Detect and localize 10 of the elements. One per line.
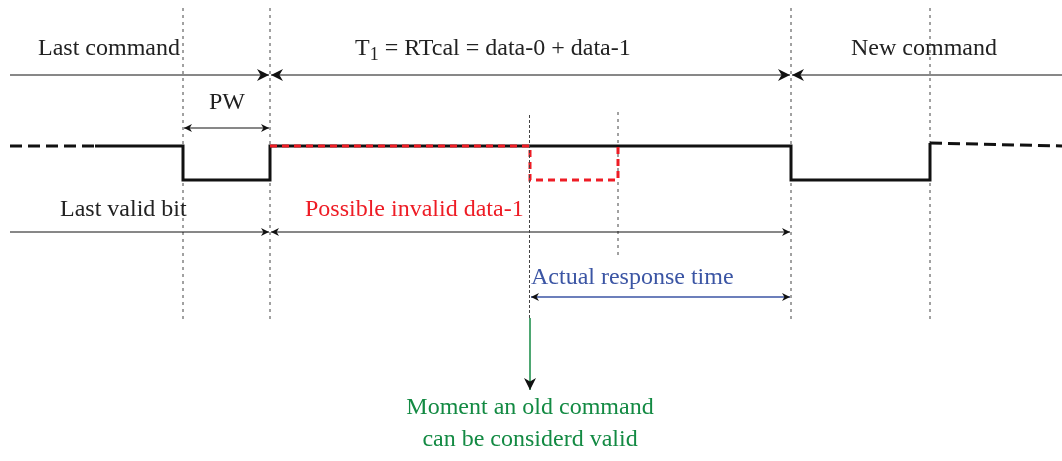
annotation-text: Moment an old command can be considerd valid xyxy=(395,390,665,454)
timing-label: Possible invalid data-1 xyxy=(305,194,524,223)
dotted-guide-line xyxy=(529,115,531,318)
timing-label: PW xyxy=(209,87,245,116)
timing-label: New command xyxy=(851,33,997,62)
timing-label: Last valid bit xyxy=(60,194,187,223)
timing-label: Last command xyxy=(38,33,180,62)
timing-label: Actual response time xyxy=(531,262,734,291)
timing-label: T$_{1}$ = RTcal = data-0 + data-1 xyxy=(355,33,631,62)
arrow xyxy=(524,317,536,391)
